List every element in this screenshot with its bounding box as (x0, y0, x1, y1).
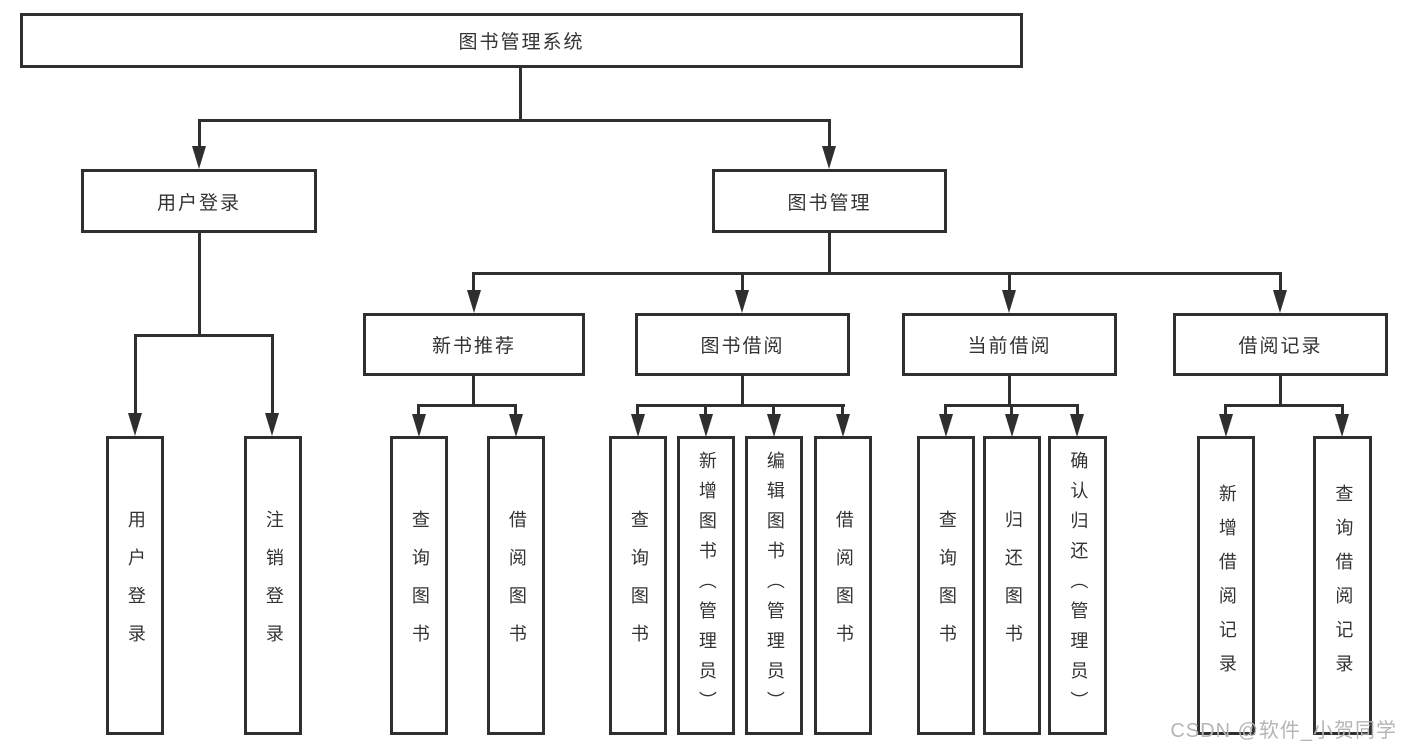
connector-book-borrow-stem (741, 374, 744, 407)
leaf-logout-label: 注销登录 (263, 509, 284, 662)
leaf-logout: 注销登录 (244, 436, 302, 735)
connector-leaf-drop (271, 334, 274, 415)
connector-leaf-drop (704, 404, 707, 417)
node-borrow-records: 借阅记录 (1173, 313, 1388, 376)
node-book-borrow-label: 图书借阅 (700, 336, 785, 357)
connector-book-mgmt-stem (828, 231, 831, 275)
leaf-query-books-label: 查询图书 (936, 509, 957, 662)
connector-book-borrow-bar (637, 404, 845, 407)
connector-root-stem (519, 66, 522, 122)
leaf-query-books-label: 查询图书 (409, 509, 430, 662)
arrow-down-icon (1273, 290, 1287, 313)
connector-leaf-drop (944, 404, 947, 417)
leaf-add-borrow-record-label: 新增借阅记录 (1216, 483, 1237, 688)
connector-new-book-stem (472, 374, 475, 407)
node-library-system: 图书管理系统 (20, 13, 1023, 68)
arrow-down-icon (192, 146, 206, 169)
connector-user-login-drop (198, 119, 201, 149)
connector-leaf-drop (841, 404, 844, 417)
arrow-down-icon (836, 414, 850, 437)
connector-leaf-drop (417, 404, 420, 417)
node-new-book-recommend-label: 新书推荐 (431, 336, 516, 357)
leaf-add-borrow-record: 新增借阅记录 (1197, 436, 1255, 735)
leaf-add-books-admin: 新增图书（管理员） (677, 436, 735, 735)
arrow-down-icon (467, 290, 481, 313)
node-user-login: 用户登录 (81, 169, 317, 233)
arrow-down-icon (412, 414, 426, 437)
connector-user-login-bar (134, 334, 274, 337)
node-current-borrow: 当前借阅 (902, 313, 1117, 376)
connector-root-bar (198, 119, 831, 122)
leaf-borrow-books: 借阅图书 (814, 436, 872, 735)
arrow-down-icon (735, 290, 749, 313)
node-book-management-label: 图书管理 (787, 192, 872, 214)
leaf-query-borrow-record-label: 查询借阅记录 (1333, 483, 1354, 688)
leaf-user-login: 用户登录 (106, 436, 164, 735)
leaf-return-books-label: 归还图书 (1002, 509, 1023, 662)
node-library-system-label: 图书管理系统 (458, 32, 585, 53)
connector-leaf-drop (134, 334, 137, 415)
leaf-borrow-books-label: 借阅图书 (833, 509, 854, 662)
arrow-down-icon (822, 146, 836, 169)
connector-current-borrow-stem (1008, 374, 1011, 407)
connector-user-login-stem (198, 231, 201, 336)
leaf-query-borrow-record: 查询借阅记录 (1313, 436, 1372, 735)
connector-borrow-records-stem (1279, 374, 1282, 407)
leaf-edit-books-admin: 编辑图书（管理员） (745, 436, 803, 735)
watermark: CSDN @软件_小贺同学 (1170, 720, 1397, 742)
leaf-query-books: 查询图书 (917, 436, 975, 735)
arrow-down-icon (509, 414, 523, 437)
connector-new-book-bar (418, 404, 517, 407)
arrow-down-icon (939, 414, 953, 437)
connector-borrow-records-bar (1224, 404, 1344, 407)
connector-leaf-drop (772, 404, 775, 417)
leaf-add-books-admin-label: 新增图书（管理员） (696, 450, 717, 721)
connector-book-mgmt-bar (472, 272, 1282, 275)
connector-leaf-drop (1010, 404, 1013, 417)
connector-leaf-drop (1224, 404, 1227, 417)
connector-level3-drop (1008, 272, 1011, 293)
connector-leaf-drop (1076, 404, 1079, 417)
connector-leaf-drop (1341, 404, 1344, 417)
connector-leaf-drop (514, 404, 517, 417)
arrow-down-icon (699, 414, 713, 437)
connector-leaf-drop (636, 404, 639, 417)
arrow-down-icon (631, 414, 645, 437)
node-book-management: 图书管理 (712, 169, 947, 233)
arrow-down-icon (1219, 414, 1233, 437)
leaf-query-books: 查询图书 (609, 436, 667, 735)
arrow-down-icon (128, 413, 142, 436)
connector-level3-drop (1279, 272, 1282, 293)
leaf-borrow-books: 借阅图书 (487, 436, 545, 735)
arrow-down-icon (1070, 414, 1084, 437)
arrow-down-icon (1335, 414, 1349, 437)
arrow-down-icon (265, 413, 279, 436)
node-new-book-recommend: 新书推荐 (363, 313, 585, 376)
node-user-login-label: 用户登录 (156, 192, 241, 214)
node-current-borrow-label: 当前借阅 (967, 336, 1052, 357)
leaf-return-books: 归还图书 (983, 436, 1041, 735)
connector-book-mgmt-drop (828, 119, 831, 149)
leaf-borrow-books-label: 借阅图书 (506, 509, 527, 662)
leaf-confirm-return-admin-label: 确认归还（管理员） (1068, 450, 1089, 721)
node-book-borrow: 图书借阅 (635, 313, 850, 376)
arrow-down-icon (767, 414, 781, 437)
leaf-query-books-label: 查询图书 (628, 509, 649, 662)
leaf-edit-books-admin-label: 编辑图书（管理员） (764, 450, 785, 721)
arrow-down-icon (1005, 414, 1019, 437)
leaf-user-login-label: 用户登录 (125, 509, 146, 662)
node-borrow-records-label: 借阅记录 (1238, 336, 1323, 357)
arrow-down-icon (1002, 290, 1016, 313)
leaf-query-books: 查询图书 (390, 436, 448, 735)
connector-level3-drop (741, 272, 744, 293)
connector-level3-drop (472, 272, 475, 293)
leaf-confirm-return-admin: 确认归还（管理员） (1048, 436, 1107, 735)
